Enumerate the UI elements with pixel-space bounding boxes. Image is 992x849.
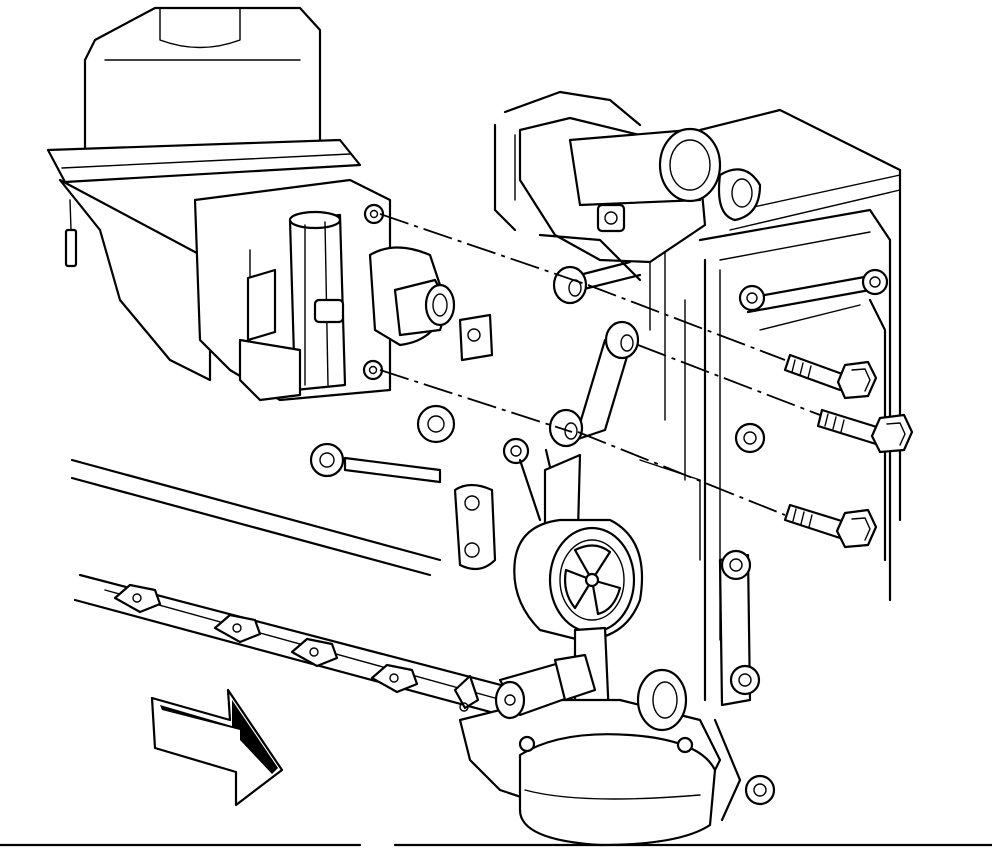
bolt-3 bbox=[783, 503, 878, 549]
idler-pulley bbox=[513, 453, 644, 642]
front-arrow-icon bbox=[150, 688, 284, 807]
engine-block bbox=[493, 90, 902, 822]
coolant-outlet bbox=[518, 116, 762, 282]
alignment-lines bbox=[379, 213, 821, 516]
bolt-2 bbox=[816, 408, 914, 454]
power-steering-pump bbox=[46, 6, 456, 402]
bolt-1 bbox=[783, 353, 878, 400]
oil-pan-rail bbox=[70, 458, 562, 722]
oil-filter-adapter bbox=[458, 626, 722, 847]
